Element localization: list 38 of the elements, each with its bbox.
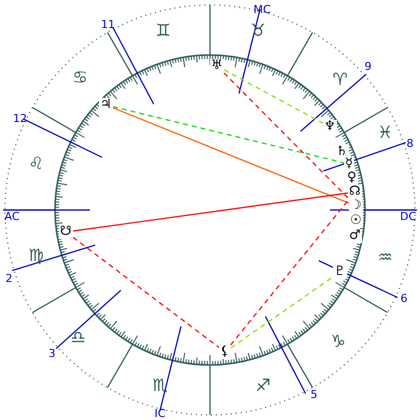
planet-glyph: ♀ bbox=[346, 171, 358, 185]
house-label: 5 bbox=[310, 388, 318, 400]
aspect-line bbox=[224, 72, 350, 200]
house-label: AC bbox=[4, 210, 20, 222]
planet-glyph: ☊ bbox=[348, 185, 362, 199]
planet-glyph: ☉ bbox=[349, 214, 363, 228]
aspect-line bbox=[230, 198, 350, 346]
aspect-line bbox=[112, 107, 350, 204]
house-label: 3 bbox=[48, 348, 56, 358]
aspect-line bbox=[72, 192, 348, 232]
zodiac-sign-glyph: ♍ bbox=[28, 248, 44, 264]
house-label: 12 bbox=[13, 112, 27, 124]
house-label: MC bbox=[254, 4, 271, 14]
zodiac-sign-glyph: ♐ bbox=[256, 378, 271, 394]
house-label: 6 bbox=[400, 292, 408, 304]
planet-glyph: ☋ bbox=[59, 225, 73, 239]
zodiac-sign-glyph: ♋ bbox=[72, 70, 88, 86]
zodiac-sign-glyph: ♒ bbox=[378, 250, 393, 266]
aspect-line bbox=[224, 69, 324, 124]
zodiac-sign-glyph: ♑ bbox=[330, 334, 346, 350]
house-label: 9 bbox=[364, 60, 372, 72]
house-label: 11 bbox=[101, 18, 115, 30]
zodiac-sign-glyph: ♈ bbox=[332, 72, 348, 88]
zodiac-sign-glyph: ♓ bbox=[378, 124, 393, 142]
house-label: IC bbox=[154, 408, 166, 418]
aspect-line bbox=[230, 276, 334, 348]
house-label: 8 bbox=[406, 138, 414, 148]
planet-glyph: ☿ bbox=[344, 157, 354, 171]
zodiac-sign-glyph: ♎ bbox=[70, 330, 86, 346]
zodiac-sign-glyph: ♌ bbox=[28, 156, 44, 172]
house-label: 2 bbox=[6, 272, 12, 284]
zodiac-sign-glyph: ♊ bbox=[156, 22, 171, 40]
aspect-line bbox=[112, 106, 344, 164]
planet-glyph: ♇ bbox=[333, 265, 347, 279]
planet-glyph: ♂ bbox=[348, 229, 362, 243]
planet-glyph: ☽ bbox=[349, 199, 363, 213]
house-label: DC bbox=[400, 210, 416, 222]
aspect-line bbox=[72, 236, 220, 348]
